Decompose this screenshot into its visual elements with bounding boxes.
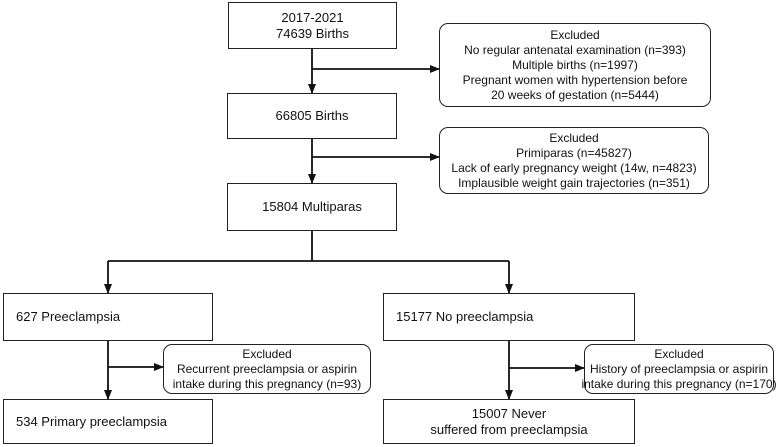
excluded1-line4: 20 weeks of gestation (n=5444) [491, 87, 659, 102]
box-15804-multiparas: 15804 Multiparas [227, 183, 397, 231]
box-2017-2021-births: 2017-2021 74639 Births [228, 2, 397, 49]
excluded2-line3: Implausible weight gain trajectories (n=… [458, 175, 690, 190]
excluded3-line2: intake during this pregnancy (n=93) [172, 376, 362, 391]
excluded3-title: Excluded [242, 346, 292, 361]
top-line2: 74639 Births [276, 25, 349, 41]
box-excluded-4: Excluded History of preeclampsia or aspi… [581, 344, 777, 394]
box-excluded-3: Excluded Recurrent preeclampsia or aspir… [163, 344, 371, 394]
excluded1-line1: No regular antenatal examination (n=393) [464, 42, 686, 57]
excluded4-line1: History of preeclampsia or aspirin [589, 361, 769, 376]
excluded1-title: Excluded [550, 27, 600, 42]
box-534-primary-preeclampsia: 534 Primary preeclampsia [3, 399, 213, 444]
box-15177-no-preeclampsia: 15177 No preeclampsia [383, 293, 635, 341]
excluded4-line2: intake during this pregnancy (n=170) [581, 376, 777, 391]
excluded3-line1: Recurrent preeclampsia or aspirin [176, 361, 358, 376]
box-excluded-1: Excluded No regular antenatal examinatio… [439, 23, 711, 107]
top-line1: 2017-2021 [281, 9, 344, 25]
never-line2: suffered from preeclampsia [430, 421, 588, 437]
preeclampsia-label: 627 Preeclampsia [16, 309, 121, 324]
box-15007-never: 15007 Never suffered from preeclampsia [383, 399, 635, 444]
excluded2-line1: Primiparas (n=45827) [516, 145, 632, 160]
no-preeclampsia-label: 15177 No preeclampsia [396, 309, 534, 324]
excluded1-line3: Pregnant women with hypertension before [462, 72, 688, 87]
multiparas-label: 15804 Multiparas [262, 199, 362, 214]
excluded1-line2: Multiple births (n=1997) [512, 57, 638, 72]
excluded2-line2: Lack of early pregnancy weight (14w, n=4… [451, 160, 697, 175]
box-66805-births: 66805 Births [227, 93, 397, 139]
box-excluded-2: Excluded Primiparas (n=45827) Lack of ea… [439, 127, 709, 194]
primary-label: 534 Primary preeclampsia [16, 413, 168, 429]
box-627-preeclampsia: 627 Preeclampsia [3, 293, 213, 341]
births-label: 66805 Births [275, 108, 349, 123]
excluded2-title: Excluded [549, 130, 599, 145]
excluded4-title: Excluded [654, 346, 704, 361]
never-line1: 15007 Never [471, 405, 547, 421]
